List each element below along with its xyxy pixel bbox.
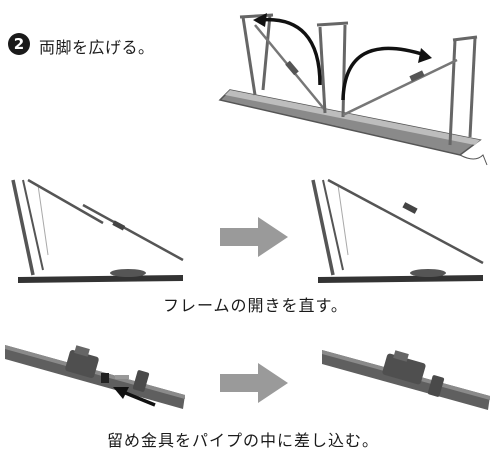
pipe-after-illustration xyxy=(322,350,490,410)
frame-before-illustration xyxy=(11,178,184,283)
step-instruction: 両脚を広げる。 xyxy=(39,38,155,57)
table-legs-illustration xyxy=(218,13,488,166)
step-number-badge: 2 xyxy=(8,33,30,55)
pipe-before-illustration xyxy=(5,345,185,409)
right-arrow-2 xyxy=(220,363,288,403)
frame-caption: フレームの開きを直す。 xyxy=(163,296,348,315)
frame-after-illustration xyxy=(311,178,484,283)
clip-caption: 留め金具をパイプの中に差し込む。 xyxy=(107,431,380,450)
right-arrow-1 xyxy=(220,217,288,257)
